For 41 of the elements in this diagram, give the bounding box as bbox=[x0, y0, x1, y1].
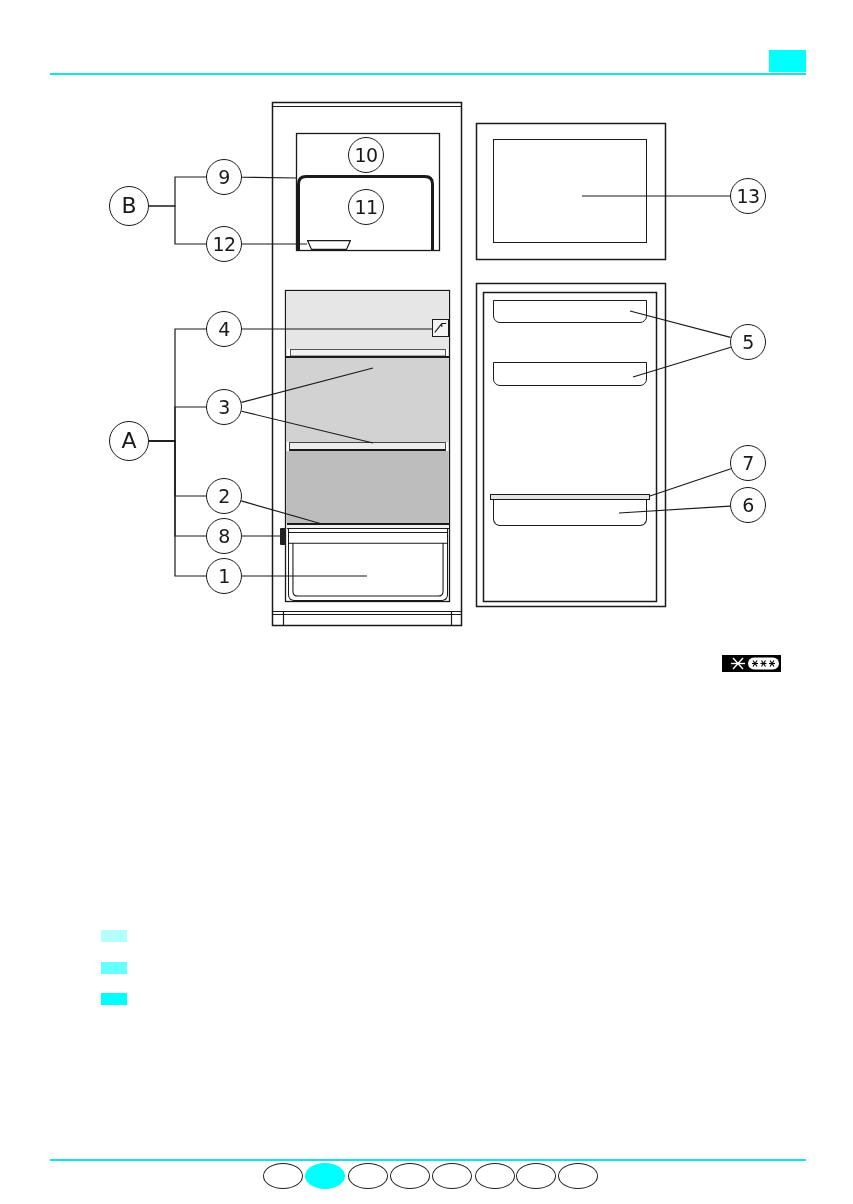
leader-line bbox=[241, 535, 281, 537]
leader-line bbox=[241, 176, 298, 179]
freezer-tray bbox=[297, 175, 434, 251]
callout-number: 7 bbox=[730, 445, 766, 481]
leader-line bbox=[632, 346, 732, 378]
callout-number: 8 bbox=[206, 518, 242, 554]
leader-line bbox=[629, 310, 732, 339]
callout-number: 13 bbox=[730, 178, 766, 214]
crisper-drawer bbox=[288, 529, 448, 601]
callout-number: 4 bbox=[206, 311, 242, 347]
leader-line bbox=[649, 468, 732, 497]
callout-number: 5 bbox=[730, 324, 766, 360]
callout-number: 2 bbox=[206, 478, 242, 514]
shelf bbox=[286, 356, 449, 442]
bottle-rail bbox=[490, 494, 650, 500]
freezer-door-panel bbox=[493, 139, 647, 243]
bracket-line bbox=[148, 205, 207, 245]
glass-shelf bbox=[287, 523, 449, 529]
callout-number: 12 bbox=[206, 226, 242, 262]
callout-number: 9 bbox=[206, 159, 242, 195]
leader-line bbox=[241, 243, 308, 245]
leader-line bbox=[240, 367, 374, 404]
shelf-edge bbox=[289, 442, 446, 451]
leader-line bbox=[581, 195, 731, 197]
leader-line bbox=[241, 575, 368, 577]
callout-letter: A bbox=[109, 421, 149, 461]
thermostat-knob bbox=[432, 319, 449, 337]
bracket-line bbox=[148, 440, 207, 577]
bottle-shelf bbox=[493, 500, 647, 526]
crisper-handle bbox=[280, 528, 286, 545]
leader-line bbox=[241, 328, 433, 330]
callout-number: 6 bbox=[730, 487, 766, 523]
callout-letter: B bbox=[109, 186, 149, 226]
leader-line bbox=[618, 505, 731, 514]
ice-cube-tray bbox=[307, 240, 351, 250]
callout-number: 3 bbox=[206, 389, 242, 425]
callout-number: 1 bbox=[206, 558, 242, 594]
door-shelf bbox=[493, 300, 647, 323]
door-shelf bbox=[493, 362, 647, 386]
leader-line bbox=[240, 500, 323, 525]
leader-line bbox=[240, 410, 374, 444]
